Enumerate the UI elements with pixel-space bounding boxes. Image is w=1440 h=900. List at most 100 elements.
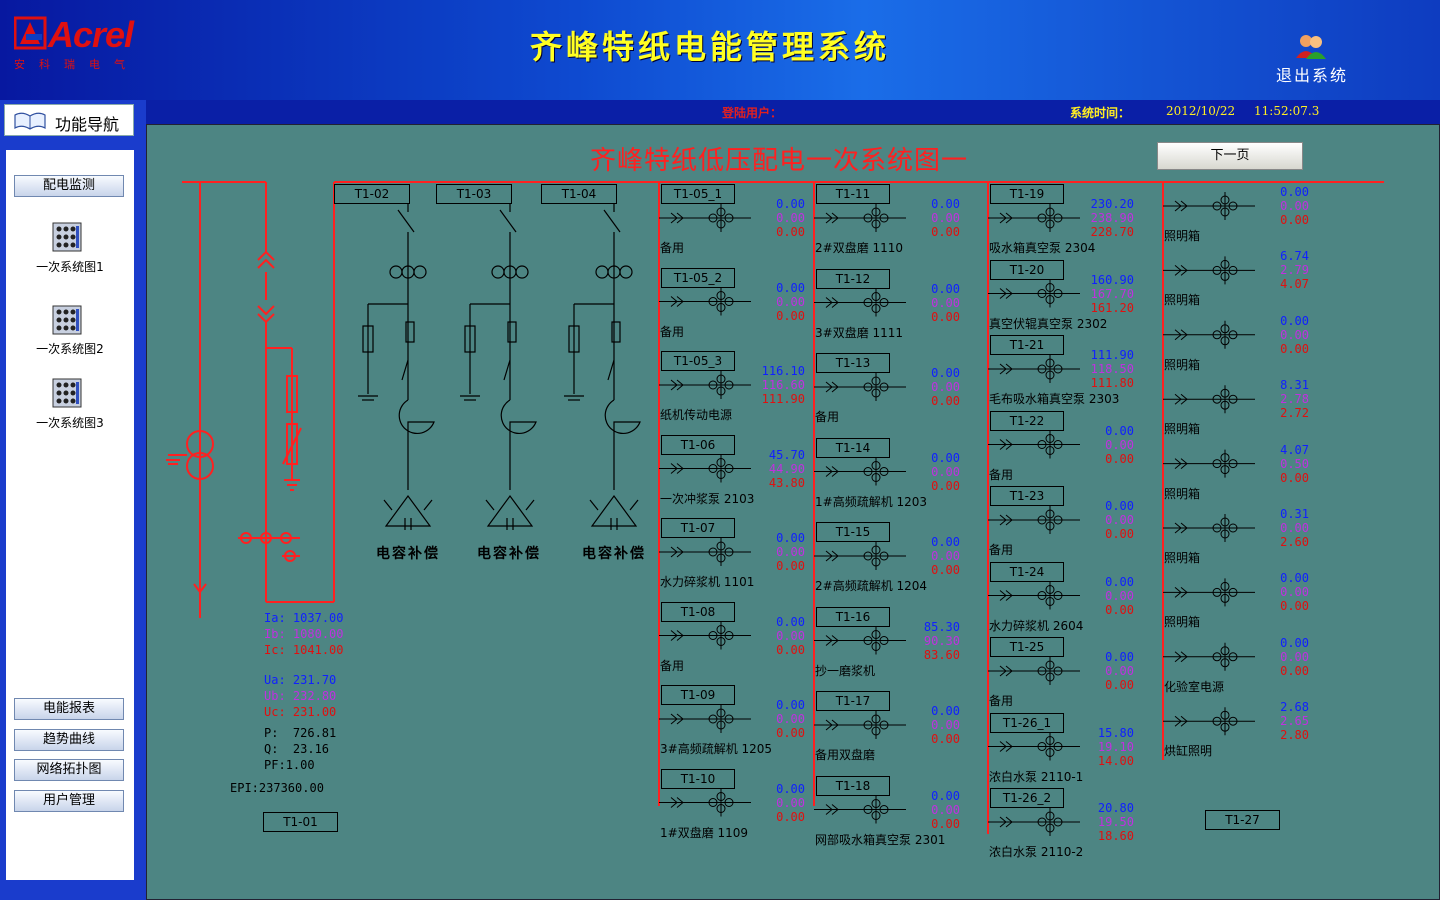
incoming-epi: EPI:237360.00 bbox=[230, 781, 324, 795]
feeder-box-t1-02[interactable]: T1-02 bbox=[334, 184, 410, 204]
diagram1-label[interactable]: 一次系统图1 bbox=[36, 260, 104, 274]
trend-curve-button[interactable]: 趋势曲线 bbox=[14, 729, 124, 751]
phase-a-value: 0.00 bbox=[776, 698, 805, 712]
feeder-switch-icon bbox=[659, 371, 751, 399]
capacitor-label: 电容补偿 bbox=[376, 546, 440, 562]
next-page-button[interactable]: 下一页 bbox=[1157, 142, 1303, 170]
feeder-box[interactable]: T1-07 bbox=[661, 518, 735, 538]
feeder-switch-icon bbox=[659, 538, 751, 566]
phase-b-value: 0.00 bbox=[1105, 437, 1134, 452]
energy-report-button[interactable]: 电能报表 bbox=[14, 698, 124, 720]
feeder-box[interactable]: T1-21 bbox=[990, 335, 1064, 355]
power-monitor-button[interactable]: 配电监测 bbox=[14, 175, 124, 197]
phase-b-value: 0.50 bbox=[1280, 456, 1309, 471]
feeder-box-t1-03[interactable]: T1-03 bbox=[436, 184, 512, 204]
diagram1-link[interactable] bbox=[52, 222, 82, 256]
feeder-switch-icon bbox=[988, 279, 1080, 308]
feeder-box-t1-01[interactable]: T1-01 bbox=[263, 812, 338, 832]
epi-value: 237360.00 bbox=[258, 781, 324, 795]
ia-label: Ia: bbox=[264, 611, 286, 625]
user-management-button[interactable]: 用户管理 bbox=[14, 790, 124, 812]
feeder-name: 1#高频疏解机 1203 bbox=[815, 494, 928, 509]
logo-text: Acrel bbox=[48, 14, 134, 55]
nav-header-label: 功能导航 bbox=[55, 115, 120, 134]
feeder-switch-icon bbox=[1163, 642, 1255, 671]
feeder-box[interactable]: T1-19 bbox=[990, 184, 1064, 204]
feeder-box[interactable]: T1-15 bbox=[816, 522, 890, 542]
phase-a-value: 0.00 bbox=[776, 614, 805, 629]
phase-a-value: 111.90 bbox=[1090, 348, 1134, 362]
feeder-box[interactable]: T1-13 bbox=[816, 353, 890, 373]
feeder-box[interactable]: T1-11 bbox=[816, 184, 890, 204]
diagram2-label[interactable]: 一次系统图2 bbox=[36, 342, 104, 356]
feeder-box[interactable]: T1-22 bbox=[990, 410, 1064, 431]
feeder-box[interactable]: T1-16 bbox=[816, 606, 890, 627]
system-date: 2012/10/22 bbox=[1166, 104, 1236, 118]
feeder-box[interactable]: T1-24 bbox=[990, 561, 1064, 582]
network-topology-button[interactable]: 网络拓扑图 bbox=[14, 759, 124, 781]
feeder-box-t1-04[interactable]: T1-04 bbox=[541, 184, 617, 204]
feeder-box[interactable]: T1-05_2 bbox=[661, 267, 735, 288]
feeder-box[interactable]: T1-20 bbox=[990, 259, 1064, 280]
incoming-ua: Ua: 231.70 bbox=[264, 673, 336, 687]
feeder-box[interactable]: T1-12 bbox=[816, 268, 890, 289]
diagram3-link[interactable] bbox=[52, 378, 82, 412]
status-bar bbox=[146, 100, 1440, 124]
feeder-box[interactable]: T1-05_1 bbox=[661, 184, 735, 204]
feeder-box[interactable]: T1-17 bbox=[816, 691, 890, 711]
feeder-box[interactable]: T1-26_1 bbox=[990, 712, 1064, 733]
uc-label: Uc: bbox=[264, 705, 286, 719]
feeder-name: 备用 bbox=[989, 467, 1014, 482]
phase-b-value: 0.00 bbox=[931, 718, 960, 732]
diagram2-link[interactable] bbox=[52, 305, 82, 339]
acrel-mark-icon bbox=[13, 16, 47, 50]
diagram3-label[interactable]: 一次系统图3 bbox=[36, 416, 104, 430]
phase-b-value: 2.65 bbox=[1280, 714, 1309, 729]
phase-a-value: 4.07 bbox=[1280, 442, 1309, 457]
feeder-box-t1-27[interactable]: T1-27 bbox=[1205, 810, 1280, 830]
phase-b-value: 0.00 bbox=[776, 628, 805, 643]
feeder-box[interactable]: T1-25 bbox=[990, 637, 1064, 657]
feeder-name: 照明箱 bbox=[1164, 422, 1201, 437]
incoming-ub: Ub: 232.80 bbox=[264, 689, 336, 703]
feeder-switch-icon bbox=[1163, 192, 1255, 220]
feeder-box[interactable]: T1-06 bbox=[661, 434, 735, 455]
phase-c-value: 83.60 bbox=[923, 647, 960, 662]
phase-a-value: 0.31 bbox=[1280, 507, 1309, 521]
feeder-box[interactable]: T1-09 bbox=[661, 685, 735, 705]
feeder-box[interactable]: T1-08 bbox=[661, 601, 735, 622]
feeder-switch-icon bbox=[814, 204, 906, 232]
header-bar bbox=[0, 0, 1440, 100]
phase-c-value: 0.00 bbox=[1105, 602, 1134, 617]
feeder-box[interactable]: T1-26_2 bbox=[990, 788, 1064, 808]
feeder-switch-icon bbox=[1163, 578, 1255, 607]
phase-c-value: 0.00 bbox=[931, 309, 960, 324]
phase-b-value: 118.50 bbox=[1090, 362, 1134, 376]
feeder-name: 网部吸水箱真空泵 2301 bbox=[815, 832, 946, 847]
phase-a-value: 0.00 bbox=[776, 280, 805, 295]
feeder-name: 烘缸照明 bbox=[1164, 744, 1213, 759]
feeder-switch-icon bbox=[1163, 320, 1255, 349]
phase-c-value: 0.00 bbox=[1280, 213, 1309, 227]
feeder-box[interactable]: T1-10 bbox=[661, 768, 735, 789]
feeder-name: 水力碎浆机 2604 bbox=[989, 618, 1084, 633]
feeder-switch-icon bbox=[659, 204, 751, 232]
phase-c-value: 0.00 bbox=[776, 642, 805, 657]
phase-a-value: 0.00 bbox=[1105, 650, 1134, 664]
feeder-box[interactable]: T1-05_3 bbox=[661, 351, 735, 371]
phase-b-value: 0.00 bbox=[776, 294, 805, 309]
feeder-box[interactable]: T1-18 bbox=[816, 775, 890, 796]
phase-c-value: 0.00 bbox=[776, 559, 805, 573]
feeder-box[interactable]: T1-23 bbox=[990, 486, 1064, 506]
phase-c-value: 228.70 bbox=[1090, 225, 1134, 239]
phase-c-value: 0.00 bbox=[931, 394, 960, 408]
logo-subtitle: 安科瑞电气 bbox=[14, 58, 139, 71]
uc-value: 231.00 bbox=[292, 705, 337, 719]
ub-label: Ub: bbox=[264, 689, 286, 703]
feeder-name: 浓白水泵 2110-1 bbox=[989, 769, 1084, 784]
feeder-box[interactable]: T1-14 bbox=[816, 437, 890, 458]
system-time-label: 系统时间： bbox=[1070, 106, 1131, 120]
phase-b-value: 44.90 bbox=[768, 461, 805, 476]
exit-system-button[interactable]: 退出系统 bbox=[1262, 32, 1362, 88]
phase-b-value: 0.00 bbox=[776, 545, 805, 559]
